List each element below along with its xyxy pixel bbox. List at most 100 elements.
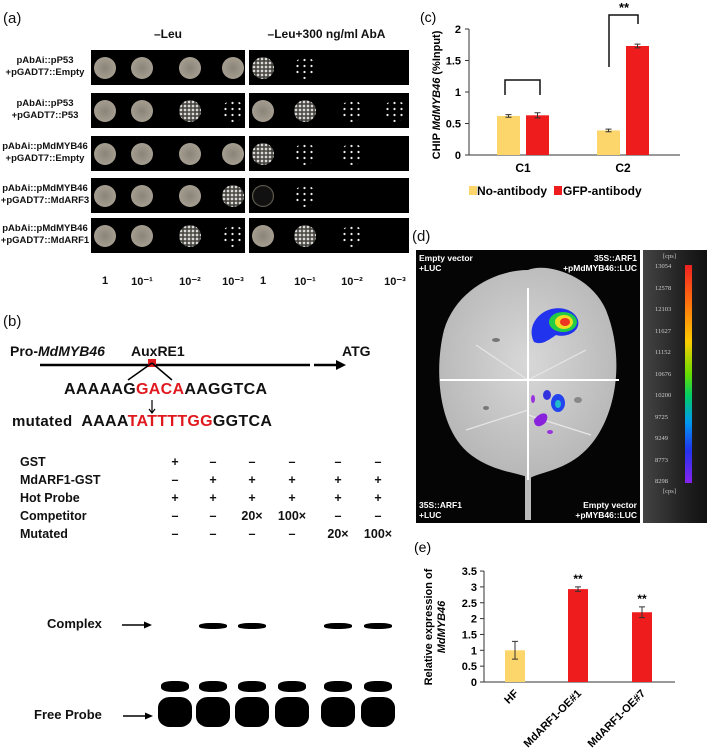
plate-left — [91, 50, 245, 85]
free-probe-band — [361, 697, 395, 727]
row-label-line: +pGADT7::Empty — [5, 67, 85, 78]
row-label-line: +pGADT7::P53 — [11, 110, 79, 121]
y-axis-label-part: CHIP — [431, 130, 443, 159]
y-tick-label: 0 — [471, 677, 477, 689]
plate-right — [249, 178, 409, 213]
plate-right — [249, 50, 409, 85]
yeast-colony-full — [131, 142, 153, 165]
y-tick-label: 1 — [471, 645, 477, 657]
yeast-colony-ring — [252, 184, 274, 207]
upper-free-probe-band — [278, 681, 306, 692]
label-bottom-left: 35S::ARF1+LUC — [419, 500, 462, 520]
seq-core-motif: GACA — [136, 381, 185, 398]
row-label-line: +pGADT7::MdARF3 — [0, 195, 90, 206]
label-line: +pMYB46::LUC — [575, 510, 637, 520]
plate-left — [91, 178, 245, 213]
y-tick-label: 2 — [455, 24, 461, 36]
table-row-label: MdARF1-GST — [20, 473, 101, 487]
label-line: 35S::ARF1 — [419, 500, 462, 510]
yeast-colony-full — [94, 142, 116, 165]
y-tick-label: 0 — [455, 150, 461, 162]
legend-swatch — [554, 186, 562, 195]
label-top-left: Empty vector+LUC — [419, 253, 473, 273]
free-probe-band — [275, 697, 309, 727]
complex-band — [364, 623, 392, 629]
plate-left — [91, 136, 245, 171]
luminescence-signal-bottom — [531, 390, 565, 434]
luminescence-signal-top — [531, 308, 579, 344]
condition-right: –Leu+300 ng/ml AbA — [267, 27, 386, 41]
y-axis-label-line1: Relative expression of — [423, 568, 435, 685]
yeast-colony-full — [179, 184, 201, 207]
zoom-line-left — [127, 362, 153, 381]
x-tick-label: C2 — [615, 161, 631, 175]
table-cell: + — [288, 491, 296, 505]
table-cell: – — [171, 473, 179, 487]
significance-marker: ** — [637, 592, 647, 606]
legend-label: No-antibody — [477, 184, 547, 198]
significance-marker: ** — [619, 0, 630, 15]
label-line: +pMdMYB46::LUC — [563, 263, 637, 273]
plate-left — [91, 218, 245, 253]
free-probe-band — [158, 697, 192, 727]
yeast-colony-speckled — [179, 224, 201, 247]
dilution-label: 10⁻³ — [384, 276, 406, 288]
error-bar — [575, 586, 581, 592]
upper-free-probe-band — [364, 681, 392, 692]
seq-mutated-motif: TATTTTGG — [127, 413, 213, 430]
dilution-label: 1 — [259, 275, 267, 287]
table-cell: + — [209, 491, 217, 505]
bar-no-antibody — [597, 130, 620, 155]
error-bar — [605, 128, 612, 133]
row-label-line: pAbAi::pP53 — [16, 98, 74, 109]
panel-b-label: (b) — [3, 313, 22, 330]
yeast-colony-speckled — [252, 56, 274, 79]
colorbar-tick: 11627 — [655, 327, 672, 335]
table-cell: – — [248, 527, 256, 541]
label-line: +LUC — [419, 263, 442, 273]
colorbar-gradient — [685, 265, 692, 483]
y-tick-label: 2 — [471, 614, 477, 626]
comparison-bracket-c1 — [504, 79, 541, 95]
bar-gfp-antibody — [626, 46, 649, 156]
yeast-colony-full — [252, 224, 274, 247]
table-cell: + — [171, 491, 179, 505]
colorbar-tick: 8298 — [655, 478, 668, 485]
yeast-colony-full — [94, 224, 116, 247]
wildtype-sequence: AAAAAGGACAAAGGTCA — [64, 381, 267, 399]
table-cell: + — [171, 455, 179, 469]
row-label-line: pAbAi::pMdMYB46 — [2, 183, 88, 194]
table-cell: + — [209, 473, 217, 487]
colorbar-unit-top: [cps] — [663, 253, 676, 260]
row-label-line: pAbAi::pMdMYB46 — [2, 223, 88, 234]
colorbar-tick: 10676 — [655, 370, 672, 378]
dilution-label: 10⁻² — [341, 276, 363, 288]
yeast-colony-sparse — [294, 56, 316, 79]
dilution-label: 1 — [101, 275, 109, 287]
yeast-colony-full — [94, 184, 116, 207]
y-tick-label: 1.5 — [462, 629, 477, 641]
error-bar — [634, 43, 641, 49]
table-cell: + — [374, 473, 382, 487]
table-row-label: Hot Probe — [20, 491, 80, 505]
row-label: pAbAi::pMdMYB46+pGADT7::Empty — [0, 141, 90, 165]
dilution-label: 10⁻¹ — [294, 276, 316, 288]
panel-c-label: (c) — [420, 9, 436, 25]
yeast-colony-full — [179, 142, 201, 165]
y-axis-label-part: MdMYB46 — [431, 77, 443, 130]
free-probe-label: Free Probe — [34, 707, 102, 722]
plate-right — [249, 136, 409, 171]
colorbar-tick: 12578 — [655, 284, 672, 292]
dilution-label: 10⁻² — [179, 276, 201, 288]
complex-band — [199, 623, 227, 629]
leaf-image — [439, 267, 619, 520]
colorbar-tick: 13054 — [655, 263, 672, 270]
mutated-sequence: mutated AAAATATTTTGGGGTCA — [12, 413, 272, 431]
table-row-label: GST — [20, 455, 46, 469]
table-cell: + — [248, 491, 256, 505]
table-cell: + — [248, 473, 256, 487]
plate-left — [91, 93, 245, 128]
y-tick-label: 0.5 — [446, 119, 461, 131]
plate-right — [249, 93, 409, 128]
row-label-line: pAbAi::pMdMYB46 — [2, 141, 88, 152]
